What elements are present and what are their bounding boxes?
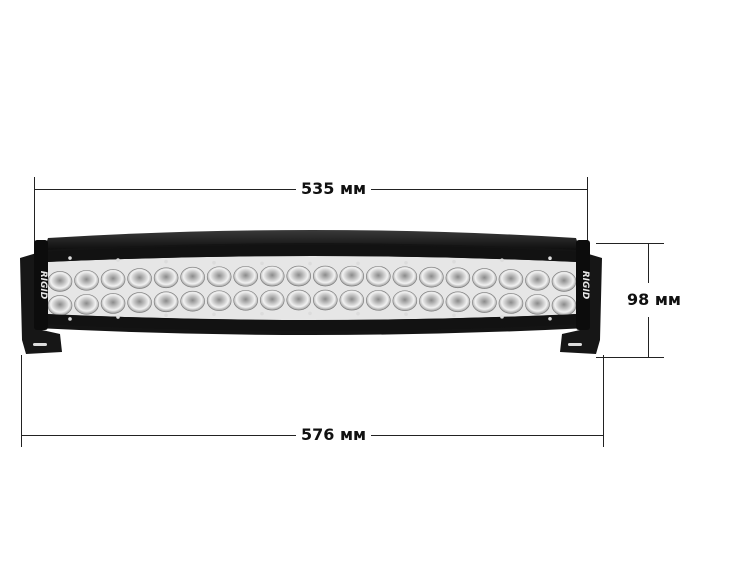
bottom-dimension-label: 576 мм [296, 425, 372, 445]
height-dimension-label: 98 мм [622, 290, 686, 310]
brand-logo-right: RIGID [580, 271, 590, 300]
top-dimension-right-tick [587, 177, 588, 243]
bottom-dimension-right-tick [603, 355, 604, 447]
height-dimension-top-tick [596, 243, 664, 244]
height-dimension-line-upper [648, 243, 649, 283]
top-dimension-left-tick [34, 177, 35, 243]
bottom-dimension-left-tick [21, 355, 22, 447]
brand-logo-left: RIGID [38, 271, 48, 300]
top-dimension-label: 535 мм [296, 179, 372, 199]
height-dimension-bottom-tick [596, 357, 664, 358]
height-dimension-line-lower [648, 317, 649, 357]
screws [68, 256, 552, 321]
